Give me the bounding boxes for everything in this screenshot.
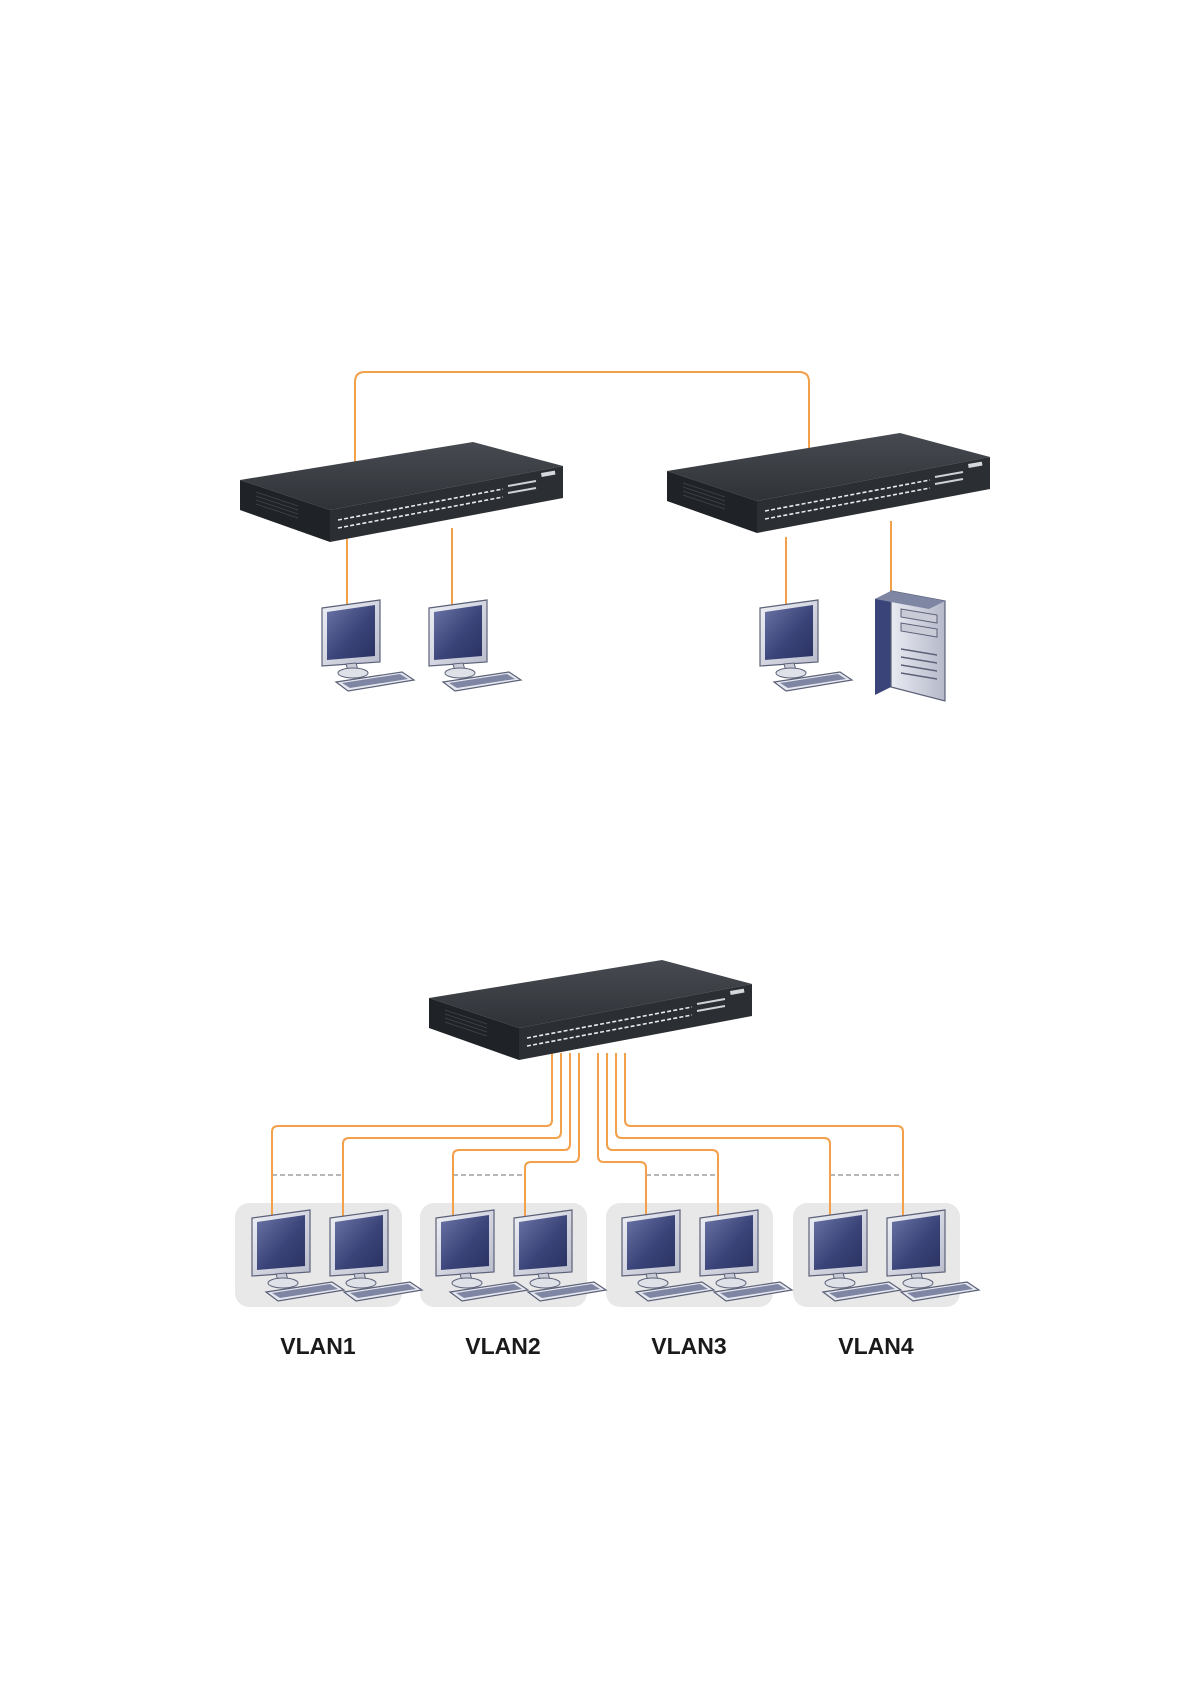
server-tower-icon bbox=[875, 591, 945, 701]
switch-icon bbox=[240, 442, 563, 542]
vlan1-label: VLAN1 bbox=[280, 1333, 356, 1359]
vlan2-label: VLAN2 bbox=[465, 1333, 540, 1359]
vlan3-label: VLAN3 bbox=[651, 1333, 726, 1359]
monitor-icon bbox=[322, 600, 414, 691]
cable-vlan4-a bbox=[616, 1053, 830, 1220]
cable-vlan3-a bbox=[598, 1053, 646, 1220]
cable-vlan4-b bbox=[625, 1053, 903, 1220]
switch-icon bbox=[667, 433, 990, 533]
cable-vlan1-a bbox=[272, 1053, 552, 1220]
vlan-cables bbox=[272, 1053, 903, 1220]
vlan4-label: VLAN4 bbox=[838, 1333, 914, 1359]
diagram-switch-to-switch bbox=[240, 372, 990, 701]
switch-icon bbox=[429, 960, 752, 1060]
cable-vlan3-b bbox=[607, 1053, 718, 1220]
diagram-vlan-segmentation: VLAN1 VLAN2 VLAN3 VLAN4 bbox=[235, 960, 979, 1359]
cable-uplink bbox=[355, 372, 809, 463]
monitor-icon bbox=[429, 600, 521, 691]
monitor-icon bbox=[760, 600, 852, 691]
